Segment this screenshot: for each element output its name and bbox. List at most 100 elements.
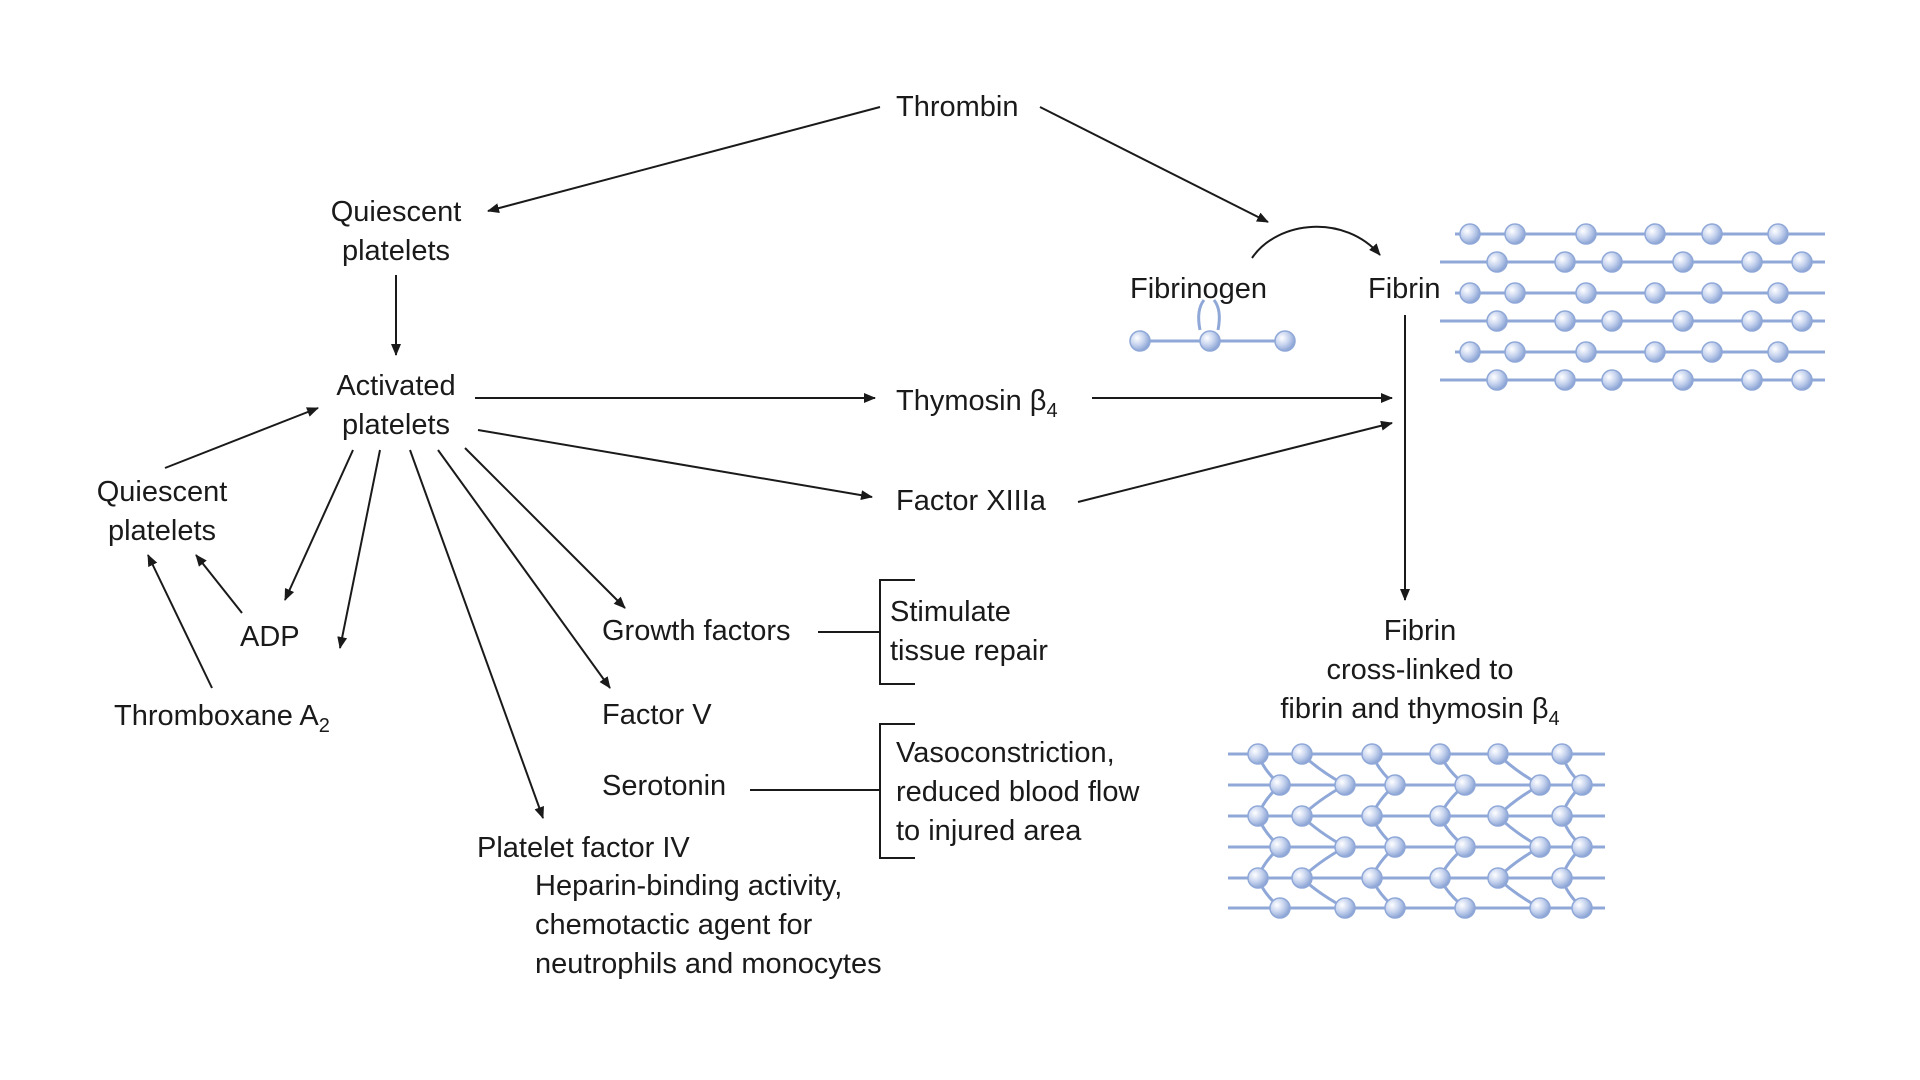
molecule-bead: [1571, 897, 1593, 919]
label-line: Fibrin: [1383, 615, 1457, 647]
molecule-bead: [1644, 223, 1666, 245]
arrow-activated-to-thromboxane: [337, 449, 381, 649]
molecule-bead: [1601, 369, 1623, 391]
arrow-factor-xiiia-to-fibrin: [1077, 420, 1393, 503]
molecule-bead: [1767, 341, 1789, 363]
label-quiescent-platelets-top: Quiescent platelets: [296, 193, 496, 271]
molecule-bead: [1487, 805, 1509, 827]
molecule-bead: [1291, 805, 1313, 827]
molecule-bead: [1504, 223, 1526, 245]
label-line: reduced blood flow: [896, 776, 1140, 808]
brackets: [750, 579, 915, 859]
molecule-bead: [1701, 282, 1723, 304]
molecule-bead: [1247, 743, 1269, 765]
bracket-vaso: [879, 723, 915, 859]
arrow-activated-to-factor-xiiia: [477, 429, 873, 501]
molecule-bead: [1554, 251, 1576, 273]
label-line: platelets: [341, 409, 450, 441]
label-line: Activated: [336, 370, 456, 402]
label-serotonin: Serotonin: [602, 770, 727, 802]
molecule-bead: [1247, 867, 1269, 889]
molecule-bead: [1361, 867, 1383, 889]
label-line: Quiescent: [330, 196, 462, 228]
molecule-bead: [1486, 310, 1508, 332]
arrow-activated-to-growth-factors: [464, 447, 626, 609]
molecule-bead: [1361, 805, 1383, 827]
label-line: platelets: [341, 235, 450, 267]
arrow-thrombin-to-quiescent: [487, 106, 881, 214]
molecule-bead: [1701, 223, 1723, 245]
molecule-bead: [1291, 743, 1313, 765]
label-line: to injured area: [896, 815, 1082, 847]
molecule-bead: [1551, 743, 1573, 765]
arrow-fibrinogen-to-fibrin: [1251, 225, 1381, 259]
arrows: [147, 106, 1410, 819]
arrow-quiescent-left-to-activated: [164, 407, 319, 469]
molecule-bead: [1791, 310, 1813, 332]
molecule-bead: [1334, 897, 1356, 919]
label-subscript: 4: [1548, 707, 1560, 730]
label-vasoconstriction: Vasoconstriction, reduced blood flow to …: [896, 734, 1139, 851]
crosslinked-fibrin-mesh: [1228, 743, 1605, 919]
molecule-bead: [1269, 774, 1291, 796]
molecule-bead: [1334, 774, 1356, 796]
molecule-bead: [1767, 282, 1789, 304]
molecule-bead: [1269, 836, 1291, 858]
molecule-bead: [1504, 341, 1526, 363]
label-adp: ADP: [240, 621, 300, 653]
molecule-bead: [1571, 836, 1593, 858]
molecule-bead: [1767, 223, 1789, 245]
molecule-bead: [1334, 836, 1356, 858]
molecule-bead: [1454, 836, 1476, 858]
molecule-bead: [1486, 251, 1508, 273]
molecule-bead: [1429, 743, 1451, 765]
label-growth-factors: Growth factors: [602, 615, 791, 647]
molecule-bead: [1672, 251, 1694, 273]
molecule-bead: [1575, 282, 1597, 304]
molecule-bead: [1487, 867, 1509, 889]
molecule-bead: [1529, 774, 1551, 796]
molecule-bead: [1741, 310, 1763, 332]
molecule-bead: [1459, 223, 1481, 245]
label-thrombin: Thrombin: [896, 91, 1019, 123]
label-activated-platelets: Activated platelets: [296, 367, 496, 445]
molecule-bead: [1551, 805, 1573, 827]
label-fibrin: Fibrin: [1368, 273, 1441, 305]
molecule-bead: [1269, 897, 1291, 919]
arrow-activated-to-factor-v: [437, 449, 611, 689]
arrow-activated-to-adp: [284, 449, 354, 601]
label-platelet-factor-iv: Platelet factor IV: [477, 832, 690, 864]
label-stimulate-tissue-repair: Stimulate tissue repair: [890, 593, 1048, 671]
arrow-thrombin-to-fibrinogen: [1039, 106, 1269, 223]
molecule-bead: [1601, 251, 1623, 273]
label-line: cross-linked to: [1326, 654, 1514, 686]
arrow-thromboxane-to-quiescent-left: [147, 554, 213, 689]
molecule-bead: [1554, 310, 1576, 332]
molecule-bead: [1459, 282, 1481, 304]
molecule-bead: [1384, 836, 1406, 858]
molecule-bead: [1529, 897, 1551, 919]
molecule-bead: [1486, 369, 1508, 391]
label-fibrin-crosslinked: Fibrin cross-linked to fibrin and thymos…: [1220, 612, 1620, 739]
molecule-bead: [1384, 774, 1406, 796]
fibrin-polymer: [1440, 223, 1825, 391]
label-line: Heparin-binding activity,: [535, 870, 843, 902]
molecule-bead: [1454, 897, 1476, 919]
molecule-bead: [1429, 867, 1451, 889]
label-fibrinogen: Fibrinogen: [1130, 273, 1268, 305]
molecule-bead: [1459, 341, 1481, 363]
arrow-activated-to-platelet-factor-iv: [409, 449, 544, 819]
arrow-adp-to-quiescent-left: [195, 554, 243, 614]
label-line: Quiescent: [96, 476, 228, 508]
label-thromboxane-a2: Thromboxane A2: [114, 697, 330, 746]
molecule-bead: [1791, 251, 1813, 273]
molecule-bead: [1741, 369, 1763, 391]
fibrinogen-molecule: [1129, 299, 1296, 352]
label-line: fibrin and thymosin β4: [1220, 690, 1620, 739]
label-line: Vasoconstriction,: [896, 737, 1115, 769]
label-text: Thromboxane A: [114, 700, 319, 732]
bracket-stimulate: [879, 579, 915, 685]
label-text: fibrin and thymosin β: [1280, 693, 1549, 725]
molecule-bead: [1291, 867, 1313, 889]
